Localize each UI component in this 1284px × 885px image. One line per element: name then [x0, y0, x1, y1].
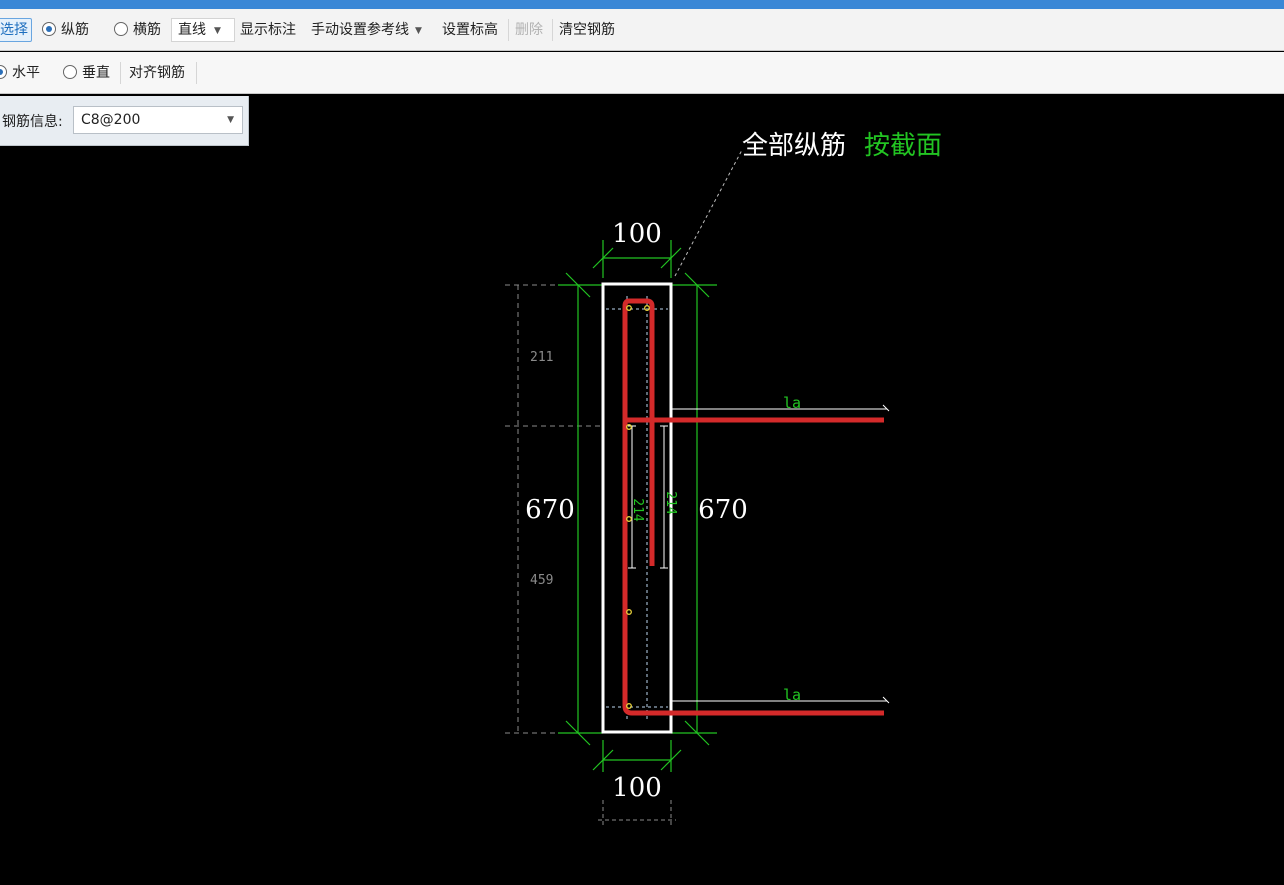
radio-selected-icon — [42, 22, 56, 36]
rebar-info-panel: 钢筋信息: C8@200 ▼ — [0, 96, 249, 146]
toolbar-separator — [120, 62, 121, 84]
set-elevation-button[interactable]: 设置标高 — [442, 22, 498, 38]
radio-horizontal[interactable]: 水平 — [0, 62, 40, 84]
chevron-down-icon: ▼ — [415, 26, 422, 36]
line-type-value: 直线 — [178, 22, 206, 38]
manual-ref-line-dropdown[interactable]: 手动设置参考线 ▼ — [311, 19, 422, 41]
radio-vertical-label: 垂直 — [82, 65, 110, 81]
chevron-down-icon: ▼ — [214, 26, 221, 36]
rebar-info-label: 钢筋信息: — [2, 114, 63, 130]
callout-text-by-section: 按截面 — [864, 131, 942, 161]
radio-longitudinal[interactable]: 纵筋 — [42, 19, 89, 41]
rebar-main-longitudinal[interactable] — [622, 298, 884, 716]
toolbar-separator — [196, 62, 197, 84]
toolbar-row-1: 选择 纵筋 横筋 直线 ▼ 显示标注 手动设置参考线 ▼ 设置标高 删除 清空钢筋 — [0, 9, 1284, 51]
callout-text-all-longitudinal: 全部纵筋 — [742, 131, 846, 161]
delete-button[interactable]: 删除 — [515, 22, 543, 38]
radio-transverse-label: 横筋 — [133, 22, 161, 38]
clear-rebar-button[interactable]: 清空钢筋 — [559, 22, 615, 38]
manual-ref-line-label: 手动设置参考线 — [311, 22, 409, 38]
callout-leader-line — [674, 149, 743, 277]
radio-transverse[interactable]: 横筋 — [114, 19, 161, 41]
dimension-left-height — [558, 272, 603, 746]
rebar-points — [626, 305, 650, 709]
line-type-dropdown[interactable]: 直线 ▼ — [171, 18, 235, 42]
toolbar-separator — [508, 19, 509, 41]
dimension-inner-lap — [628, 425, 668, 569]
dimension-lower-segment-label: 459 — [530, 573, 553, 588]
radio-horizontal-label: 水平 — [12, 65, 40, 81]
chevron-down-icon: ▼ — [227, 115, 234, 125]
dimension-top-width — [592, 240, 682, 278]
anchor-length-line-top — [670, 404, 890, 414]
show-annotation-button[interactable]: 显示标注 — [240, 22, 296, 38]
anchor-label-bottom: la — [783, 686, 801, 704]
window-title-bar — [0, 0, 1284, 9]
rebar-info-value: C8@200 — [81, 112, 141, 128]
drawing-canvas[interactable]: 全部纵筋 按截面 100 100 211 459 670 — [0, 95, 1284, 885]
dimension-bottom-width-label: 100 — [612, 773, 662, 803]
radio-unselected-icon — [114, 22, 128, 36]
dimension-upper-segment-label: 211 — [530, 350, 553, 365]
dimension-left-height-label: 670 — [525, 495, 575, 525]
toolbar-separator — [552, 19, 553, 41]
anchor-label-top: la — [783, 394, 801, 412]
dimension-inner-label-2: 214 — [663, 491, 678, 515]
rebar-info-dropdown[interactable]: C8@200 ▼ — [73, 106, 243, 134]
select-button[interactable]: 选择 — [0, 18, 32, 42]
dimension-right-height-label: 670 — [698, 495, 748, 525]
dimension-bottom-auxiliary — [598, 800, 676, 828]
radio-longitudinal-label: 纵筋 — [61, 22, 89, 38]
toolbar-row-2: 水平 垂直 对齐钢筋 — [0, 52, 1284, 94]
radio-selected-icon — [0, 65, 7, 79]
align-rebar-button[interactable]: 对齐钢筋 — [129, 65, 185, 81]
dimension-top-width-label: 100 — [612, 219, 662, 249]
section-outline[interactable] — [601, 282, 673, 734]
dimension-inner-label-1: 214 — [630, 498, 645, 522]
dimension-bottom-width — [592, 740, 682, 772]
radio-vertical[interactable]: 垂直 — [63, 62, 110, 84]
dimension-right-height — [671, 272, 717, 746]
radio-unselected-icon — [63, 65, 77, 79]
anchor-length-line-bottom — [670, 696, 890, 706]
